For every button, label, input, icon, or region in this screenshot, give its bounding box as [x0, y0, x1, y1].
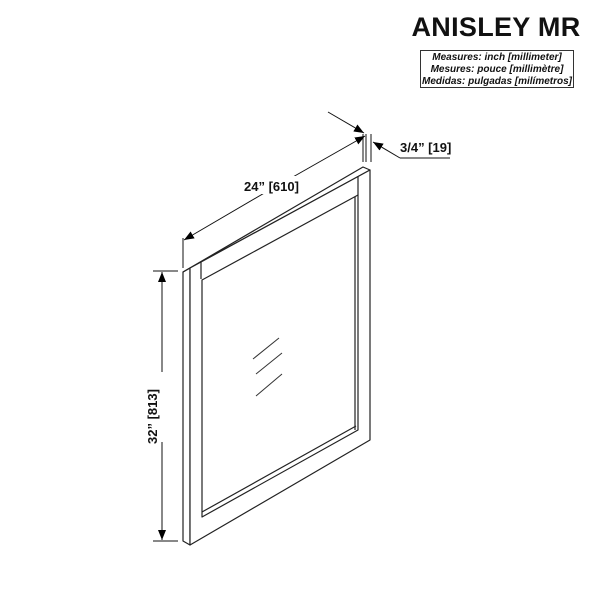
product-title: ANISLEY MR [411, 12, 581, 42]
units-legend-english: Measures: inch [millimeter] [432, 52, 562, 63]
frame-side-face [182, 267, 191, 546]
glass-reflection-icon [252, 337, 283, 397]
width-label: 24” [610] [244, 179, 299, 194]
depth-dimension [327, 111, 450, 162]
units-legend: Measures: inch [millimeter] Mesures: pou… [420, 50, 574, 88]
mirror-glass [201, 194, 359, 518]
units-legend-spanish: Medidas: pulgadas [milímetros] [421, 76, 573, 87]
height-label: 32” [813] [145, 389, 160, 444]
frame-inner-bevel [201, 425, 357, 513]
depth-label: 3/4” [19] [400, 140, 451, 155]
units-legend-french: Mesures: pouce [millimètre] [430, 64, 564, 75]
